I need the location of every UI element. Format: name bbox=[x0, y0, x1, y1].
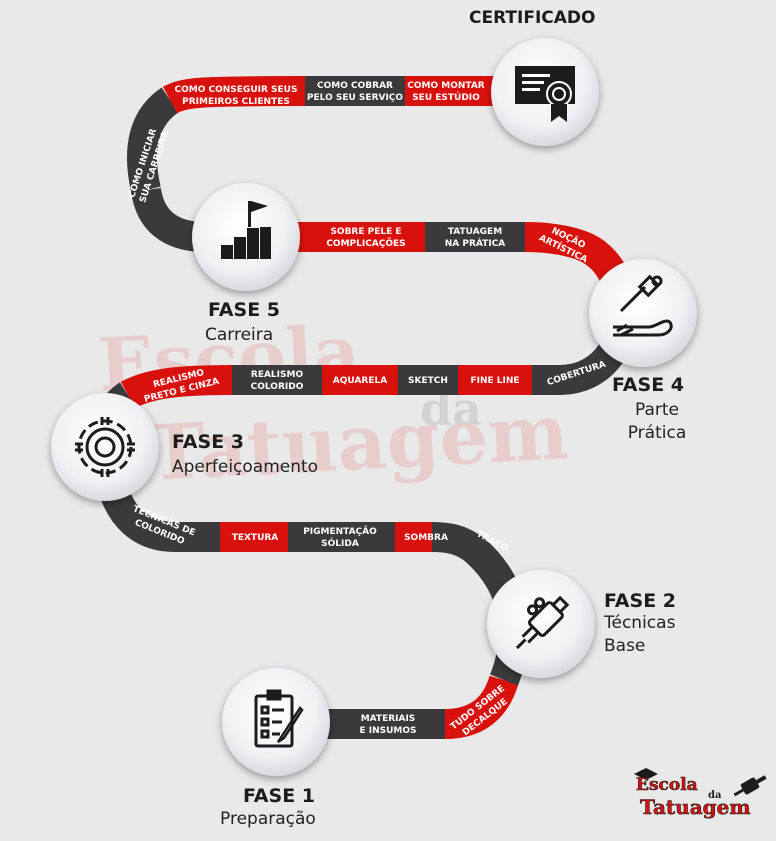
road-seg-decalque bbox=[444, 675, 519, 739]
watermark-word-3: Tatuagem bbox=[146, 387, 570, 498]
topic-cobrar-2: PELO SEU SERVIÇO bbox=[307, 93, 403, 103]
tattooing-arm-icon bbox=[613, 274, 673, 337]
logo-word-1: Escola bbox=[636, 775, 698, 795]
phase-2-subtitle: Técnicas Base bbox=[604, 613, 676, 656]
certificate-icon bbox=[515, 66, 575, 122]
topic-sobrepele-1: SOBRE PELE E bbox=[330, 227, 401, 237]
phase-3-node bbox=[51, 393, 159, 501]
topic-textura: TEXTURA bbox=[232, 533, 279, 543]
career-podium-icon bbox=[221, 201, 271, 259]
phase-2-title: FASE 2 bbox=[604, 590, 677, 612]
logo-tattoo-machine-icon bbox=[733, 775, 767, 797]
watermark-logo: Escola da Tatuagem bbox=[96, 308, 570, 498]
topic-aquarela: AQUARELA bbox=[333, 376, 387, 386]
topic-realismo-col-1: REALISMO bbox=[251, 370, 304, 380]
phase-5-title: FASE 5 bbox=[208, 299, 281, 321]
topic-pigmentacao-2: SÓLIDA bbox=[321, 537, 359, 549]
phase-4-node bbox=[589, 259, 697, 367]
topic-tatuagem-2: NA PRÁTICA bbox=[445, 237, 506, 249]
road-seg-realismo-pc bbox=[120, 365, 233, 409]
phase-1-subtitle: Preparação bbox=[220, 809, 316, 829]
phase-1-node bbox=[222, 668, 330, 776]
topic-tatuagem-1: TATUAGEM bbox=[448, 227, 502, 237]
topic-clientes-1: COMO CONSEGUIR SEUS bbox=[175, 85, 298, 95]
topic-pigmentacao-1: PIGMENTAÇÃO bbox=[303, 526, 377, 537]
phase-2-node bbox=[487, 570, 595, 678]
road-seg-clientes bbox=[162, 76, 306, 114]
tattoo-machine-icon bbox=[515, 595, 570, 650]
phase-1-title: FASE 1 bbox=[243, 785, 316, 807]
topic-sombra: SOMBRA bbox=[404, 533, 448, 543]
phase-3-title: FASE 3 bbox=[172, 431, 245, 453]
topic-materiais-2: E INSUMOS bbox=[359, 726, 416, 736]
road-seg-iniciar bbox=[127, 87, 180, 194]
phase-5-node bbox=[192, 183, 300, 291]
phase-5-subtitle: Carreira bbox=[205, 325, 274, 345]
topic-realismo-col-2: COLORIDO bbox=[251, 382, 304, 392]
graduation-cap-icon bbox=[634, 768, 658, 780]
logo-word-3: Tatuagem bbox=[640, 795, 751, 819]
topic-clientes-2: PRIMEIROS CLIENTES bbox=[182, 97, 290, 107]
gear-icon bbox=[75, 417, 135, 477]
topic-materiais-1: MATERIAIS bbox=[361, 714, 416, 724]
road-seg-nocao bbox=[524, 222, 585, 260]
phase-circles bbox=[51, 38, 697, 776]
topic-sketch: SKETCH bbox=[408, 376, 448, 386]
certificate-node bbox=[491, 38, 599, 146]
logo-word-2: da bbox=[708, 790, 722, 801]
topic-cobrar-1: COMO COBRAR bbox=[317, 81, 393, 91]
checklist-icon bbox=[254, 689, 304, 748]
topic-fineline: FINE LINE bbox=[470, 376, 519, 386]
phase-4-subtitle: Parte Prática bbox=[627, 400, 687, 443]
certificate-title: CERTIFICADO bbox=[469, 8, 596, 28]
phase-3-subtitle: Aperfeiçoamento bbox=[172, 457, 319, 477]
topic-montar-2: SEU ESTÚDIO bbox=[412, 91, 480, 103]
topic-sobrepele-2: COMPLICAÇÕES bbox=[326, 237, 405, 249]
brand-logo: Escola da Tatuagem bbox=[634, 768, 767, 819]
topic-montar-1: COMO MONTAR bbox=[407, 81, 485, 91]
phase-4-title: FASE 4 bbox=[612, 374, 685, 396]
